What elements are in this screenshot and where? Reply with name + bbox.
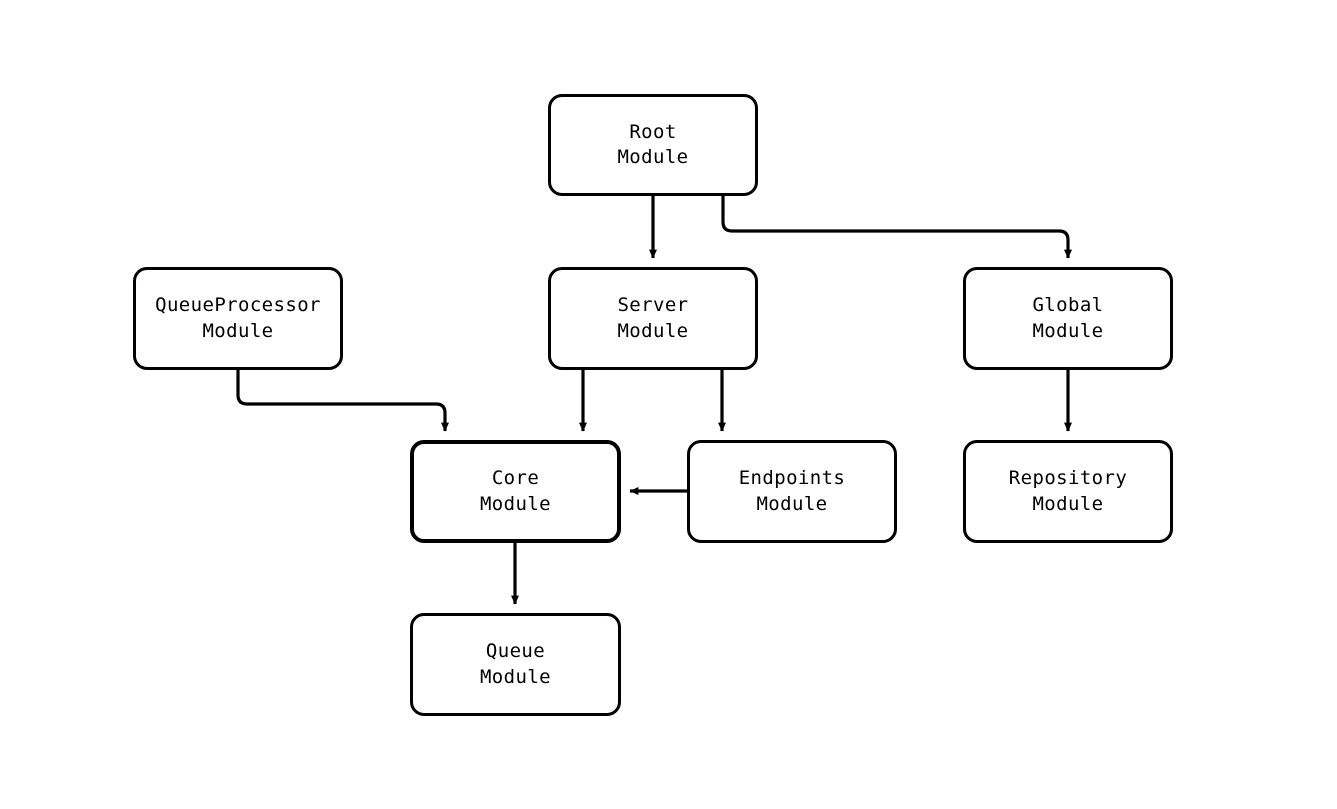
edge-root-to-global <box>721 196 1072 259</box>
global-module-label-line2: Module <box>1032 319 1104 342</box>
edge-queueprocessor-to-core <box>236 370 449 432</box>
repository-module-node[interactable]: Repository Module <box>963 440 1173 543</box>
core-module-label-line2: Module <box>479 492 552 515</box>
global-module-label-line1: Global <box>1032 294 1104 317</box>
root-module-label-line1: Root <box>629 120 677 143</box>
endpoints-module-label-line2: Module <box>756 492 828 515</box>
queueprocessor-module-label-line2: Module <box>202 319 274 342</box>
server-module-label-line1: Server <box>617 294 689 317</box>
repository-module-label-line2: Module <box>1032 492 1104 515</box>
endpoints-module-node[interactable]: Endpoints Module <box>687 440 897 543</box>
endpoints-module-label-line1: Endpoints <box>738 467 846 490</box>
global-module-node[interactable]: Global Module <box>963 267 1173 370</box>
server-module-node[interactable]: Server Module <box>548 267 758 370</box>
queue-module-label-line2: Module <box>479 665 552 688</box>
queueprocessor-module-node[interactable]: QueueProcessor Module <box>133 267 343 370</box>
queue-module-node[interactable]: Queue Module <box>410 613 621 716</box>
root-module-label-line2: Module <box>617 146 689 168</box>
queue-module-label-line1: Queue <box>485 640 546 663</box>
core-module-node[interactable]: Core Module <box>410 440 621 543</box>
server-module-label-line2: Module <box>617 319 689 342</box>
queueprocessor-module-label-line1: QueueProcessor <box>155 294 321 317</box>
repository-module-label-line1: Repository <box>1008 467 1128 490</box>
root-module-node[interactable]: Root Module <box>548 94 758 196</box>
core-module-label-line1: Core <box>491 467 540 490</box>
